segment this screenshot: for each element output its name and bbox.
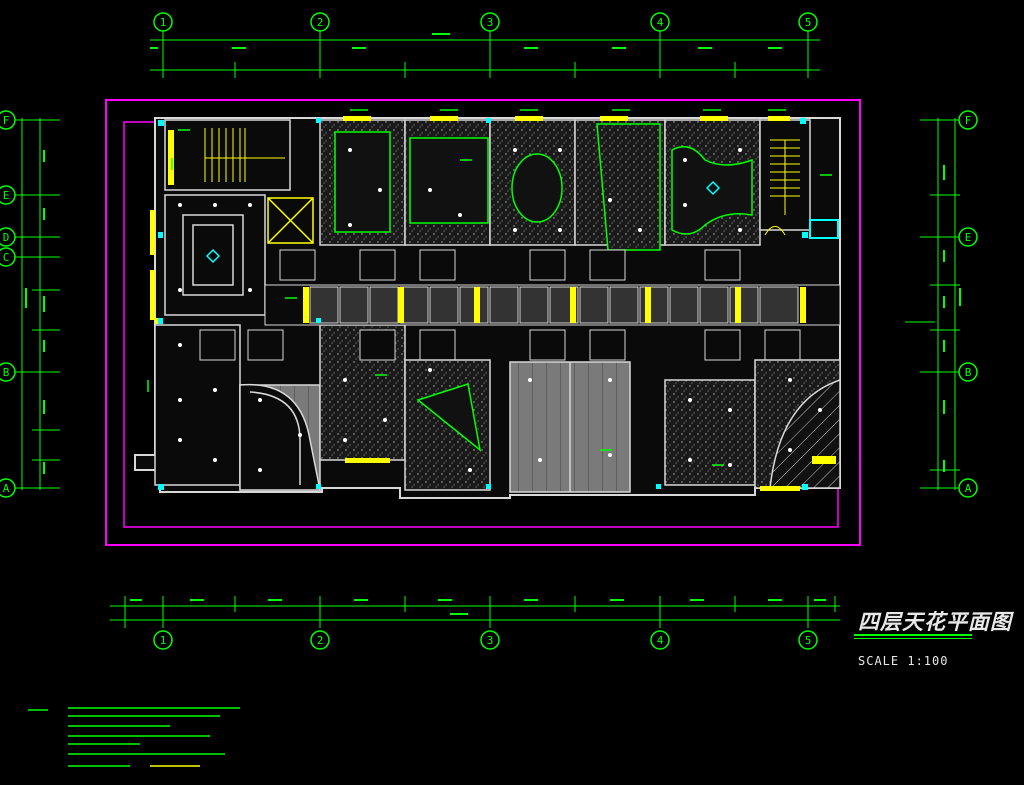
axis-label-left: F (3, 114, 10, 127)
grid-axis-bubbles (0, 12, 978, 650)
drawing-title-block: 四层天花平面图 SCALE 1:100 (854, 606, 1012, 668)
grid-axis-labels: 1 2 3 4 5 1 2 3 4 5 F E D C B A F E B A (3, 16, 972, 647)
bathroom-pods (199, 249, 801, 361)
axis-bubble (0, 478, 16, 498)
axis-label-top: 4 (657, 16, 664, 29)
stair-top-left (164, 119, 291, 191)
axis-label-bottom: 3 (487, 634, 494, 647)
dimension-text-marks (25, 33, 961, 615)
axis-label-left: D (3, 231, 10, 244)
axis-label-right: F (965, 114, 972, 127)
axis-bubble (310, 12, 330, 32)
axis-bubble (0, 110, 16, 130)
title-underline-thin (854, 638, 972, 639)
drawing-title: 四层天花平面图 (858, 610, 1012, 634)
axis-bubble (0, 247, 16, 267)
axis-label-left: C (3, 251, 10, 264)
axis-bubble (310, 630, 330, 650)
top-dimension-chain (150, 30, 820, 78)
left-dimension-chain (14, 118, 60, 490)
feature-light-symbols (205, 180, 721, 264)
axis-bubble (153, 12, 173, 32)
axis-label-bottom: 1 (160, 634, 167, 647)
axis-bubble (0, 362, 16, 382)
axis-label-right: E (965, 231, 972, 244)
design-notes-marks (28, 707, 240, 767)
axis-bubble (798, 12, 818, 32)
axis-label-right: B (965, 366, 972, 379)
axis-label-top: 1 (160, 16, 167, 29)
axis-label-top: 3 (487, 16, 494, 29)
axis-label-bottom: 4 (657, 634, 664, 647)
axis-bubble (0, 227, 16, 247)
axis-label-top: 5 (805, 16, 812, 29)
axis-label-top: 2 (317, 16, 324, 29)
stair-top-right (759, 119, 839, 239)
room-annotation-marks (147, 109, 832, 466)
upper-rooms (319, 119, 761, 251)
axis-bubble (958, 110, 978, 130)
axis-bubble (480, 630, 500, 650)
axis-bubble (0, 185, 16, 205)
axis-label-bottom: 5 (805, 634, 812, 647)
axis-label-left: E (3, 189, 10, 202)
axis-bubble (650, 12, 670, 32)
axis-bubble (480, 12, 500, 32)
axis-label-bottom: 2 (317, 634, 324, 647)
axis-bubble (650, 630, 670, 650)
axis-bubble (958, 362, 978, 382)
corridor (264, 284, 841, 326)
bottom-dimension-chain (110, 596, 840, 628)
axis-label-left: B (3, 366, 10, 379)
axis-bubble (153, 630, 173, 650)
axis-bubble (958, 478, 978, 498)
site-boundary-outer (105, 99, 861, 546)
drawing-scale: SCALE 1:100 (858, 654, 949, 668)
ceiling-light-dots (178, 148, 822, 472)
cyan-fixtures (158, 118, 808, 490)
axis-bubble (798, 630, 818, 650)
axis-label-right: A (965, 482, 972, 495)
right-dimension-chain (905, 118, 966, 490)
axis-bubble (958, 227, 978, 247)
axis-label-left: A (3, 482, 10, 495)
lower-rooms (404, 359, 841, 493)
title-underline (854, 634, 972, 636)
yellow-wall-segments (150, 116, 836, 491)
